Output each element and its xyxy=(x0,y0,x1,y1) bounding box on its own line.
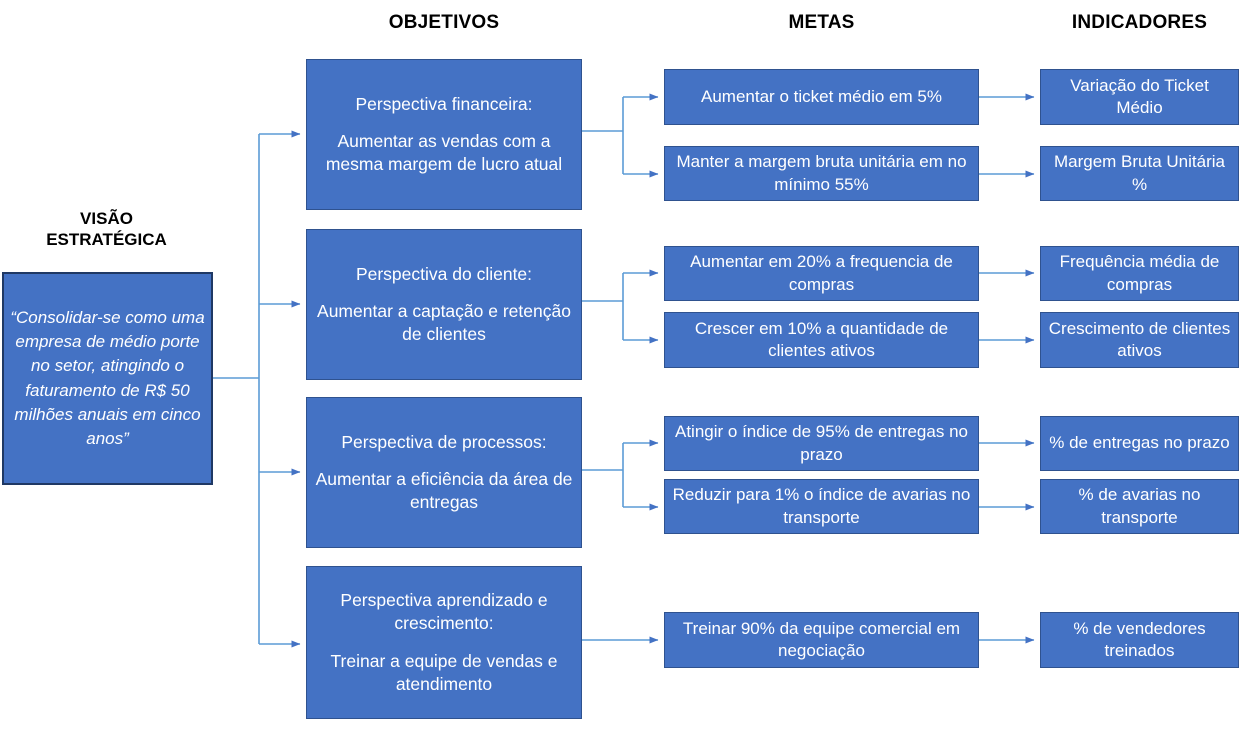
indicador-text: Variação do Ticket Médio xyxy=(1070,75,1209,117)
column-header-metas: METAS xyxy=(788,12,855,33)
vision-title-line2: ESTRATÉGICA xyxy=(46,230,167,249)
vision-statement-text: “Consolidar-se como uma empresa de médio… xyxy=(10,308,205,448)
objective-body: Treinar a equipe de vendas e atendimento xyxy=(330,650,558,694)
indicador-text: Crescimento de clientes ativos xyxy=(1048,318,1231,360)
meta-text: Reduzir para 1% o índice de avarias no t… xyxy=(672,485,971,527)
indicador-text: Margem Bruta Unitária % xyxy=(1053,152,1225,194)
objective-body: Aumentar a captação e retenção de client… xyxy=(317,300,571,345)
meta-box-treinamento-equipe: Treinar 90% da equipe comercial em negoc… xyxy=(664,612,979,668)
indicador-text: % de avarias no transporte xyxy=(1078,485,1201,527)
meta-text: Treinar 90% da equipe comercial em negoc… xyxy=(682,618,961,660)
meta-text: Crescer em 10% a quantidade de clientes … xyxy=(694,318,949,360)
meta-box-ticket-medio: Aumentar o ticket médio em 5% xyxy=(664,69,979,125)
meta-text: Manter a margem bruta unitária em no mín… xyxy=(676,152,967,194)
objective-heading: Perspectiva aprendizado e crescimento: xyxy=(340,590,548,634)
indicador-box-margem-bruta: Margem Bruta Unitária % xyxy=(1040,146,1239,201)
indicador-text: % de vendedores treinados xyxy=(1073,618,1206,660)
meta-text: Aumentar em 20% a frequencia de compras xyxy=(690,252,953,294)
vision-title: VISÃO ESTRATÉGICA xyxy=(0,208,213,250)
indicador-text: % de entregas no prazo xyxy=(1049,433,1230,453)
meta-text: Aumentar o ticket médio em 5% xyxy=(701,86,942,106)
objective-heading: Perspectiva financeira: xyxy=(355,93,533,114)
column-header-indicadores: INDICADORES xyxy=(1071,12,1208,33)
objective-box-financeira: Perspectiva financeira: Aumentar as vend… xyxy=(306,59,582,210)
column-header-objetivos: OBJETIVOS xyxy=(388,12,500,33)
meta-box-clientes-ativos: Crescer em 10% a quantidade de clientes … xyxy=(664,312,979,368)
indicador-box-variacao-ticket: Variação do Ticket Médio xyxy=(1040,69,1239,125)
vision-title-line1: VISÃO xyxy=(80,209,133,228)
objective-box-cliente: Perspectiva do cliente: Aumentar a capta… xyxy=(306,229,582,380)
meta-box-margem-bruta: Manter a margem bruta unitária em no mín… xyxy=(664,146,979,201)
indicador-box-crescimento-clientes: Crescimento de clientes ativos xyxy=(1040,312,1239,368)
indicador-box-avarias-transporte: % de avarias no transporte xyxy=(1040,479,1239,534)
objective-body: Aumentar as vendas com a mesma margem de… xyxy=(325,130,563,175)
meta-box-avarias-transporte: Reduzir para 1% o índice de avarias no t… xyxy=(664,479,979,534)
indicador-box-frequencia-media: Frequência média de compras xyxy=(1040,246,1239,301)
objective-box-processos: Perspectiva de processos: Aumentar a efi… xyxy=(306,397,582,548)
objective-heading: Perspectiva de processos: xyxy=(341,431,547,452)
objective-body: Aumentar a eficiência da área de entrega… xyxy=(315,468,573,513)
vision-statement-box: “Consolidar-se como uma empresa de médio… xyxy=(2,272,213,485)
indicador-box-vendedores-treinados: % de vendedores treinados xyxy=(1040,612,1239,668)
meta-text: Atingir o índice de 95% de entregas no p… xyxy=(675,422,968,464)
objective-box-aprendizado: Perspectiva aprendizado e crescimento: T… xyxy=(306,566,582,719)
indicador-box-entregas-prazo: % de entregas no prazo xyxy=(1040,416,1239,471)
meta-box-entregas-prazo: Atingir o índice de 95% de entregas no p… xyxy=(664,416,979,471)
objective-heading: Perspectiva do cliente: xyxy=(355,263,533,284)
meta-box-frequencia-compras: Aumentar em 20% a frequencia de compras xyxy=(664,246,979,301)
indicador-text: Frequência média de compras xyxy=(1059,252,1220,294)
